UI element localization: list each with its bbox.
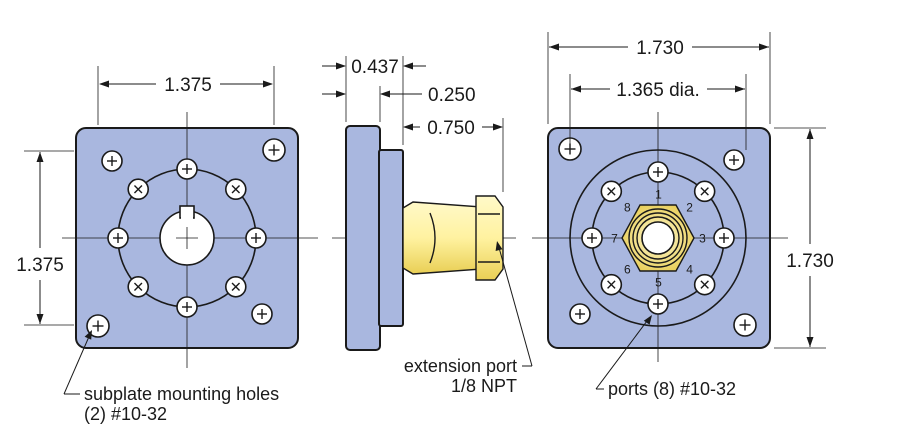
left-corner-hole — [262, 138, 286, 162]
left-bolt-hole — [224, 275, 247, 298]
dim-0437-arrow-l — [336, 62, 346, 70]
port-face-view: 1 2 3 4 5 6 7 8 — [532, 112, 788, 362]
dim-0437-label: 0.437 — [351, 57, 399, 78]
dim-0750-label: 0.750 — [427, 118, 475, 139]
extension-fitting-hex — [475, 195, 504, 281]
subplate-callout-line1: subplate mounting holes — [84, 384, 279, 404]
left-corner-hole — [251, 303, 273, 325]
port-number: 6 — [624, 263, 631, 277]
left-width-label: 1.375 — [164, 75, 212, 96]
dim-0250-label: 0.250 — [428, 85, 476, 106]
port-hole — [647, 161, 669, 183]
left-dimensions: 1.375 1.375 subplate mounting holes (2) … — [16, 66, 279, 424]
left-width-arrow-r — [263, 80, 273, 88]
left-bolt-hole — [224, 178, 247, 201]
dim-0250-arrow-r — [380, 90, 390, 98]
port-hole — [600, 273, 623, 296]
port-hole — [581, 227, 603, 249]
right-height-arrow-b — [806, 337, 814, 347]
dim-0750-arrow-r — [493, 123, 503, 131]
port-fitting-ring-3 — [636, 216, 680, 260]
left-height-arrow-b — [36, 314, 44, 324]
port-number: 8 — [624, 200, 631, 214]
subplate-leader-arrow — [84, 330, 92, 340]
left-bolt-hole — [176, 158, 198, 180]
port-numbers: 1 2 3 4 5 6 7 8 — [611, 188, 706, 290]
port-hole — [693, 180, 716, 203]
left-view — [62, 112, 318, 368]
side-plate — [345, 125, 381, 351]
left-height-arrow-t — [36, 152, 44, 162]
mounting-hole — [86, 314, 110, 338]
port-number: 1 — [655, 188, 662, 202]
right-width-arrow-l — [549, 43, 559, 51]
right-dia-arrow-l — [571, 85, 581, 93]
extension-leader — [497, 243, 533, 367]
ports-callout: ports (8) #10-32 — [608, 379, 736, 399]
left-width-arrow-l — [99, 80, 109, 88]
right-height-label: 1.730 — [786, 251, 834, 272]
side-pilot — [378, 149, 404, 327]
left-corner-hole — [101, 150, 123, 172]
ports-leader-arrow — [643, 315, 652, 325]
left-bolt-hole — [245, 227, 267, 249]
extension-fitting-neck — [429, 212, 436, 264]
left-bolt-hole — [176, 296, 198, 318]
port-number: 4 — [686, 263, 693, 277]
dim-0250-arrow-l — [336, 90, 346, 98]
right-outer-circle — [569, 149, 747, 327]
extension-leader-arrow — [495, 241, 503, 251]
subplate-callout-line2: (2) #10-32 — [84, 404, 167, 424]
left-holes — [86, 138, 286, 338]
dim-0437-arrow-r — [403, 62, 413, 70]
subplate-leader — [63, 331, 92, 395]
right-dia-arrow-r — [735, 85, 745, 93]
port-number: 3 — [699, 232, 706, 246]
left-height-label: 1.375 — [16, 255, 64, 276]
right-holes — [558, 137, 757, 337]
right-dia-label: 1.365 dia. — [616, 80, 699, 101]
extension-fitting-body — [402, 201, 483, 275]
port-hole — [713, 227, 735, 249]
extension-callout-line1: extension port — [404, 356, 517, 376]
ports-leader — [595, 316, 651, 390]
right-dimensions: 1.730 1.365 dia. 1.730 ports (8) #10-32 — [547, 32, 834, 399]
right-corner-hole — [733, 313, 757, 337]
port-fitting-ring-1 — [628, 208, 688, 268]
left-bolt-hole — [107, 227, 129, 249]
port-hole — [693, 273, 716, 296]
right-height-arrow-t — [806, 129, 814, 139]
extension-callout-line2: 1/8 NPT — [451, 376, 517, 396]
port-number: 5 — [655, 276, 662, 290]
port-number: 7 — [611, 232, 618, 246]
right-width-label: 1.730 — [636, 38, 684, 59]
right-corner-hole — [569, 303, 591, 325]
port-fitting-ring-2 — [632, 212, 684, 264]
port-number: 2 — [686, 200, 693, 214]
right-width-arrow-r — [759, 43, 769, 51]
left-keyway-fill — [181, 212, 193, 220]
side-dimensions: 0.437 0.250 0.750 extension port 1/8 NPT — [322, 56, 533, 396]
port-fitting-bore — [641, 221, 675, 255]
right-corner-hole — [723, 149, 745, 171]
port-hole — [600, 180, 623, 203]
left-bolt-hole — [127, 178, 150, 201]
port-hole — [647, 293, 669, 315]
left-bolt-hole — [127, 275, 150, 298]
dim-0750-arrow-l — [403, 123, 413, 131]
side-view — [332, 125, 516, 351]
